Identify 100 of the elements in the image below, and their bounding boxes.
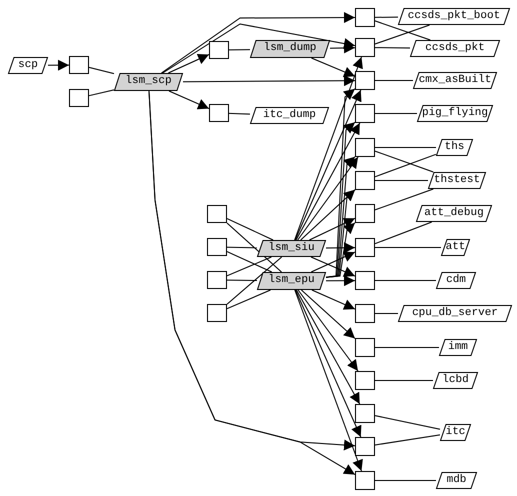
empty-box — [355, 8, 375, 27]
empty-box — [69, 56, 89, 74]
node-label: itc_dump — [262, 108, 317, 123]
arrow — [311, 290, 356, 310]
node-label: lsm_scp — [124, 74, 173, 89]
connector-line — [226, 246, 258, 248]
connector-line — [374, 434, 440, 446]
connector-line — [374, 188, 434, 210]
arrow — [326, 156, 356, 278]
node-label: scp — [17, 58, 39, 73]
connector-line — [374, 147, 436, 148]
module-parallelogram — [257, 272, 326, 290]
connector-line — [228, 49, 250, 50]
arrow — [296, 122, 360, 240]
empty-box — [355, 404, 375, 423]
node-label: cdm — [445, 273, 467, 288]
node-label: mdb — [446, 473, 468, 488]
connector-line — [374, 154, 436, 178]
node-label: att — [444, 240, 466, 255]
connector-line — [88, 89, 114, 96]
connector-line — [374, 347, 440, 348]
file-parallelogram — [416, 205, 492, 222]
connector-line — [374, 113, 418, 114]
arrow — [300, 290, 356, 339]
connector-line — [374, 47, 410, 48]
connector-line — [374, 222, 432, 244]
connector-line — [374, 280, 436, 281]
arrow — [326, 242, 356, 254]
empty-box — [355, 71, 375, 90]
empty-box — [355, 271, 375, 290]
file-parallelogram — [441, 239, 470, 256]
empty-box — [355, 471, 375, 490]
arrow — [326, 275, 356, 286]
file-parallelogram — [398, 305, 512, 322]
connector-line — [226, 256, 272, 276]
arrow — [300, 189, 356, 240]
arrow — [298, 290, 358, 372]
empty-box — [207, 271, 227, 289]
arrow — [295, 290, 362, 438]
arrow — [160, 12, 356, 74]
empty-box — [355, 104, 375, 123]
node-label: cpu_db_server — [411, 306, 499, 321]
empty-box — [355, 204, 375, 223]
connector-line — [228, 112, 250, 115]
empty-box — [355, 238, 375, 257]
file-parallelogram — [436, 139, 473, 156]
arrow — [326, 222, 356, 278]
node-label: lcbd — [441, 373, 470, 388]
connector-line — [374, 480, 436, 481]
connector-line — [226, 218, 274, 240]
arrow — [294, 56, 363, 240]
arrow — [168, 90, 210, 110]
arrow — [308, 218, 356, 240]
connector-line — [374, 24, 430, 44]
connector-line — [226, 251, 272, 272]
arrow — [294, 290, 363, 472]
module-parallelogram — [257, 240, 326, 257]
file-parallelogram — [413, 72, 497, 89]
connector-line — [374, 380, 434, 381]
connector-line — [374, 313, 398, 314]
node-label: att_debug — [423, 206, 485, 221]
node-label: ths — [444, 140, 466, 155]
empty-box — [207, 304, 227, 322]
file-parallelogram — [8, 57, 48, 74]
connector-line — [374, 16, 398, 18]
file-parallelogram — [417, 105, 493, 122]
arrow — [310, 252, 356, 272]
connector-line — [374, 415, 440, 430]
connector-line — [226, 256, 282, 305]
node-label: imm — [447, 340, 469, 355]
node-label: ccsds_pkt — [424, 41, 486, 56]
connector-line — [374, 180, 428, 181]
empty-box — [207, 238, 227, 256]
file-parallelogram — [439, 339, 477, 356]
empty-box — [209, 41, 229, 59]
arrow — [162, 23, 356, 74]
arrow — [310, 58, 356, 78]
file-parallelogram — [436, 472, 477, 489]
connector-line — [374, 80, 414, 81]
connector-line — [374, 150, 434, 172]
arrow — [168, 54, 210, 74]
connector-line — [226, 280, 258, 281]
empty-box — [355, 371, 375, 390]
file-parallelogram — [436, 272, 476, 289]
module-parallelogram — [250, 40, 330, 58]
empty-box — [207, 205, 227, 223]
empty-box — [355, 437, 375, 456]
node-label: thstest — [432, 173, 482, 188]
empty-box — [69, 89, 89, 107]
connector-line — [88, 66, 114, 74]
node-label: pig_flying — [420, 106, 489, 121]
node-label: lsm_epu — [267, 273, 316, 288]
arrow — [182, 75, 356, 86]
connector-line — [374, 20, 431, 40]
file-parallelogram — [410, 40, 500, 57]
arrow — [294, 90, 362, 240]
node-label: cmx_asBuilt — [418, 73, 492, 88]
arrow — [48, 60, 70, 71]
arrow — [310, 256, 356, 277]
connector-line — [374, 247, 442, 248]
